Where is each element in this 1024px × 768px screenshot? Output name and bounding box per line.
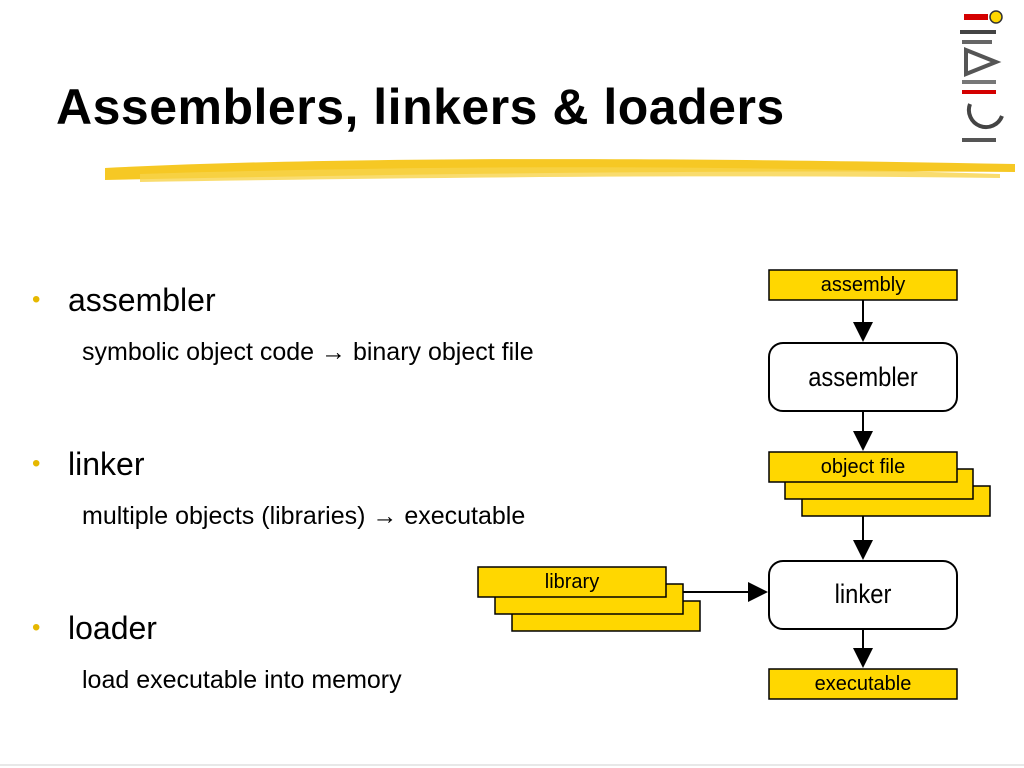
bullet-label: loader xyxy=(68,610,157,646)
title-underline xyxy=(105,159,1015,182)
logo-icon xyxy=(960,10,1004,142)
executable-box xyxy=(768,668,958,700)
bullet-dot-icon: • xyxy=(32,286,41,313)
assembly-label: assembly xyxy=(820,274,906,296)
library-label: library xyxy=(544,571,600,593)
page-title: Assemblers, linkers & loaders xyxy=(56,79,785,135)
library-box-1 xyxy=(477,566,667,598)
bullet-subtext: load executable into memory xyxy=(82,666,402,694)
bullet-subtext: multiple objects (libraries) → executabl… xyxy=(82,502,526,530)
bullet-dot-icon: • xyxy=(32,450,41,477)
object-file-box-1 xyxy=(768,451,958,483)
bullet-dot-icon: • xyxy=(32,614,41,641)
executable-label: executable xyxy=(814,673,912,695)
linker-label: linker xyxy=(834,579,892,609)
bullet-label: linker xyxy=(68,446,145,482)
bullet-subtext: symbolic object code → binary object fil… xyxy=(82,338,534,366)
footer-divider xyxy=(0,764,1024,766)
object-file-label: object file xyxy=(820,456,906,478)
assembler-label: assembler xyxy=(808,362,918,392)
bullet-label: assembler xyxy=(68,282,216,318)
